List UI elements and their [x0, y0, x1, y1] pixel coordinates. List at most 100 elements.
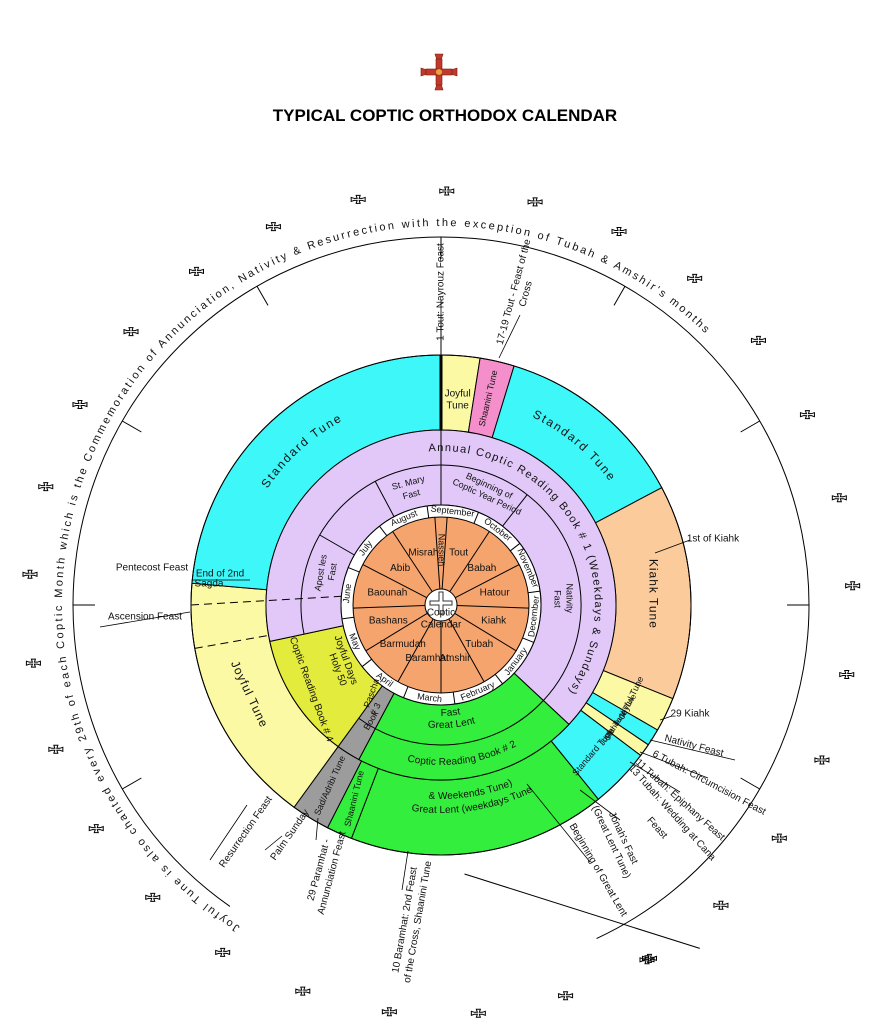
- decorative-cross-icon: [750, 335, 766, 345]
- decorative-cross-icon: [72, 400, 88, 410]
- decorative-cross-icon: [639, 955, 655, 965]
- decorative-cross-shape: [123, 327, 139, 337]
- coptic-month-label: Amshir: [439, 653, 471, 664]
- decorative-cross-shape: [687, 273, 703, 283]
- decorative-cross-icon: [839, 670, 855, 680]
- coptic-month-label: Abib: [390, 563, 410, 574]
- annotation-leader-line: [401, 850, 409, 891]
- joyful-top-label-1: Joyful: [445, 388, 471, 399]
- joyful-top-label-2: Tune: [446, 400, 469, 411]
- decorative-cross-shape: [145, 892, 161, 902]
- decorative-cross-icon: [48, 744, 64, 754]
- decorative-cross-shape: [831, 493, 847, 503]
- outer-circle-tick: [256, 286, 269, 306]
- decorative-cross-shape: [265, 222, 281, 232]
- coptic-month-label: Misrah: [408, 548, 438, 559]
- center-label-2: Calendar: [421, 620, 462, 631]
- annotation-leader-line: [639, 751, 709, 779]
- page-title: TYPICAL COPTIC ORTHODOX CALENDAR: [272, 106, 618, 125]
- annotation-leader-line: [99, 611, 191, 628]
- decorative-cross-icon: [215, 947, 231, 957]
- coptic-month-label: Baounah: [367, 588, 407, 599]
- coptic-month-divider: [397, 618, 434, 682]
- decorative-cross-icon: [350, 194, 366, 204]
- period-divider: [374, 481, 395, 517]
- center-cross-icon: [429, 591, 453, 615]
- decorative-cross-icon: [558, 991, 574, 1001]
- coptic-month-divider: [441, 517, 448, 590]
- decorative-cross-shape: [839, 670, 855, 680]
- annotation-leader-line: [264, 835, 283, 851]
- decorative-cross-shape: [814, 755, 830, 765]
- gregorian-month-divider: [341, 616, 354, 620]
- gregorian-month-divider: [494, 674, 503, 685]
- coptic-month-label-nassieh: Nassieh: [437, 534, 447, 567]
- gregorian-month-divider: [403, 686, 409, 698]
- decorative-cross-shape: [189, 266, 205, 276]
- nativity-fast-label-1: Nativity: [564, 584, 574, 614]
- decorative-cross-icon: [38, 482, 54, 492]
- decorative-cross-shape: [713, 900, 729, 910]
- decorative-cross-shape: [639, 955, 655, 965]
- coptic-month-divider: [454, 564, 520, 599]
- nayrouz-label: 1 Tout: Nayrouz Feast: [436, 243, 447, 341]
- annotation-leader-line: [498, 314, 521, 359]
- annotation-leader-line: [315, 817, 319, 841]
- kiahk-label: Kiahk Tune: [647, 559, 661, 629]
- coptic-month-divider: [353, 605, 426, 609]
- decorative-cross-icon: [22, 569, 38, 579]
- gregorian-month-divider: [348, 567, 360, 573]
- coptic-month-divider: [362, 564, 428, 599]
- gregorian-month-divider: [379, 525, 388, 536]
- resurrection-label: Resurrection Feast: [217, 794, 275, 870]
- coptic-month-label: Kiahk: [481, 615, 507, 626]
- decorative-cross-shape: [22, 569, 38, 579]
- decorative-cross-shape: [25, 658, 41, 668]
- coptic-month-divider: [456, 605, 529, 609]
- decorative-cross-shape: [611, 226, 627, 236]
- decorative-cross-icon: [831, 493, 847, 503]
- coptic-month-label: Baramhat: [405, 653, 449, 664]
- coptic-month-label: Hatour: [480, 588, 511, 599]
- decorative-cross-icon: [771, 833, 787, 843]
- green-divider: [358, 700, 544, 746]
- decorative-cross-shape: [215, 947, 231, 957]
- coptic-month-label: Babah: [467, 563, 496, 574]
- decorative-cross-icon: [88, 824, 104, 834]
- nativity-fast-label-2: Fast: [552, 590, 562, 608]
- nativity-label-1: 29 Kiahk: [671, 709, 711, 720]
- annotation-leader-line: [654, 539, 691, 554]
- gregorian-month-divider: [361, 658, 372, 667]
- gregorian-month-divider: [473, 512, 479, 524]
- period-divider: [319, 534, 355, 556]
- annotation-leader-line: [649, 739, 736, 761]
- gregorian-month-divider: [528, 590, 541, 594]
- decorative-cross-icon: [799, 410, 815, 420]
- decorative-cross-shape: [38, 482, 54, 492]
- decorative-cross-shape: [845, 581, 861, 591]
- great-lent-fast-label-2: Fast: [441, 706, 462, 719]
- decorative-cross-shape: [48, 744, 64, 754]
- center-label-1: Coptic: [427, 608, 455, 619]
- coptic-month-divider: [454, 612, 517, 652]
- joyful-right-outer-line: [464, 873, 700, 949]
- outer-circle-tick: [740, 777, 760, 790]
- gregorian-month-label: March: [417, 691, 443, 704]
- gregorian-month-label: December: [526, 595, 541, 637]
- decorative-cross-shape: [641, 953, 657, 963]
- decorative-cross-icon: [687, 273, 703, 283]
- palm-sunday-label: Palm Sunday: [269, 808, 312, 863]
- decorative-cross-shape: [799, 410, 815, 420]
- decorative-cross-icon: [265, 222, 281, 232]
- decorative-cross-icon: [814, 755, 830, 765]
- decorative-cross-icon: [439, 186, 455, 196]
- gregorian-month-divider: [426, 505, 430, 518]
- decorative-cross-icon: [381, 1007, 397, 1017]
- coptic-month-label: Tout: [449, 548, 468, 559]
- coptic-month-divider: [448, 618, 485, 682]
- outer-circle-tick: [122, 420, 142, 433]
- outer-circle-tick: [740, 420, 760, 433]
- gregorian-month-label: June: [341, 583, 353, 604]
